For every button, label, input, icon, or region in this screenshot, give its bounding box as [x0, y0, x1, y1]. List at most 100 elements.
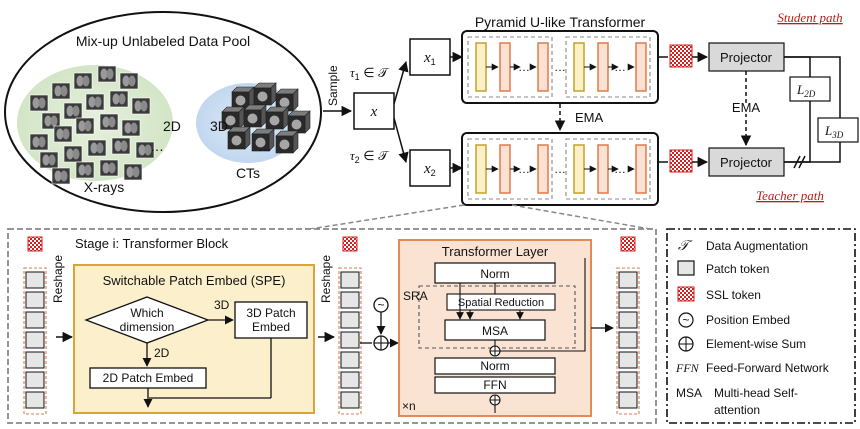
- legend-pos: Position Embed: [706, 313, 790, 327]
- patch-token: [618, 351, 638, 369]
- pyramid-title: Pyramid U-like Transformer: [475, 14, 646, 30]
- x2-label: x2: [423, 161, 436, 178]
- xray-thumbnail: [29, 94, 49, 112]
- xray-thumbnail: [63, 102, 83, 120]
- legend-patch-symbol: [677, 260, 695, 276]
- svg-text:MSA: MSA: [482, 324, 508, 338]
- ema-label: EMA: [575, 110, 604, 125]
- spe-2d-label: 2D: [154, 346, 170, 360]
- svg-text:dimension: dimension: [120, 320, 175, 334]
- legend-patch: Patch token: [706, 262, 769, 276]
- student-path-label: Student path: [777, 10, 842, 25]
- xray-thumbnail: [123, 163, 143, 181]
- ffn-block: [434, 376, 556, 394]
- xray-thumbnail: [111, 137, 131, 155]
- svg-text:Norm: Norm: [480, 267, 509, 281]
- transformer-block: [499, 42, 511, 92]
- token-stack: [23, 267, 47, 415]
- svg-text:Spatial Reduction: Spatial Reduction: [458, 297, 544, 309]
- xray-thumbnail: [99, 159, 119, 177]
- xray-thumbnail: [73, 72, 93, 90]
- ct-volume: [221, 106, 245, 130]
- ct-ellipsis: …: [258, 138, 272, 154]
- sampling: Sample x τ1 ∈ 𝒯 τ2 ∈ 𝒯 x1 x2: [323, 38, 464, 187]
- block-ellipsis: …: [518, 60, 530, 74]
- svg-text:2D Patch Embed: 2D Patch Embed: [103, 371, 194, 385]
- zoom-lines: [309, 204, 651, 230]
- token-stack: [338, 267, 362, 415]
- transformer-block: [635, 144, 647, 194]
- x-label: x: [370, 104, 378, 120]
- legend-sum: Element-wise Sum: [706, 337, 806, 351]
- patch-token: [25, 391, 45, 409]
- xray-thumbnail: [99, 113, 119, 131]
- xray-thumbnail: [39, 151, 59, 169]
- xray-thumbnails: [29, 65, 155, 185]
- sra-label: SRA: [403, 289, 428, 303]
- svg-text:Embed: Embed: [252, 320, 290, 334]
- patch-token: [340, 291, 360, 309]
- teacher-path-label: Teacher path: [756, 188, 824, 203]
- patch-token: [340, 351, 360, 369]
- loss-3d-box: [817, 117, 859, 143]
- transformer-block: [475, 42, 487, 92]
- pool-title: Mix-up Unlabeled Data Pool: [76, 33, 250, 49]
- ssl-token-teacher: [669, 149, 693, 173]
- tau2-label: τ2 ∈ 𝒯: [350, 148, 390, 165]
- stage-title: Stage i: Transformer Block: [75, 236, 229, 251]
- ct-volume: [243, 104, 267, 128]
- svg-text:Projector: Projector: [720, 50, 773, 65]
- stage-ssl-token-in: [27, 236, 43, 252]
- legend-ffn: Feed-Forward Network: [706, 361, 830, 375]
- patch-token: [618, 271, 638, 289]
- projector-student: [708, 42, 785, 72]
- transformer-block: [537, 144, 549, 194]
- stage-block: Stage i: Transformer Block Reshape Resha…: [7, 228, 657, 424]
- patch-token: [25, 331, 45, 349]
- legend-msa: Multi-head Self-: [714, 386, 798, 400]
- legend: 𝒯 Data Augmentation Patch token SSL toke…: [666, 228, 856, 424]
- student-network: Pyramid U-like Transformer ……… Projector…: [461, 10, 843, 104]
- legend-augmentation: Data Augmentation: [706, 239, 808, 253]
- loss-connections: L2D L3D: [784, 56, 859, 169]
- label-3d: 3D: [210, 118, 228, 134]
- block-ellipsis: …: [518, 162, 530, 176]
- ct-volume: [253, 82, 277, 106]
- stage-ellipsis: …: [554, 60, 566, 74]
- x-box: [353, 92, 395, 130]
- patch-embed-3d: [234, 301, 308, 339]
- loss-3d: L3D: [824, 123, 844, 140]
- ct-label: CTs: [236, 165, 260, 181]
- reshape-right: Reshape: [319, 255, 333, 303]
- transformer-block: [635, 42, 647, 92]
- ema-label-2: EMA: [732, 100, 761, 115]
- stage-ssl-token-mid: [342, 236, 358, 252]
- patch-token: [618, 391, 638, 409]
- patch-token: [25, 371, 45, 389]
- svg-text:3D Patch: 3D Patch: [246, 306, 295, 320]
- svg-text:Which: Which: [130, 306, 163, 320]
- patch-token: [25, 311, 45, 329]
- legend-msa-symbol: MSA: [676, 386, 702, 400]
- repeat-n: ×n: [402, 399, 416, 413]
- transformer-block: [499, 144, 511, 194]
- patch-token: [618, 331, 638, 349]
- stage-ssl-token-out: [620, 236, 636, 252]
- data-pool: Mix-up Unlabeled Data Pool 2D … 3D … X-r…: [4, 11, 322, 213]
- loss-2d: L2D: [796, 82, 816, 99]
- svg-text:Norm: Norm: [480, 359, 509, 373]
- ct-volume: [251, 128, 275, 152]
- svg-text:~: ~: [682, 313, 689, 327]
- transformer-block: [597, 42, 609, 92]
- patch-token: [340, 371, 360, 389]
- patch-token: [618, 311, 638, 329]
- student-blocks: ………: [467, 36, 651, 98]
- xray-thumbnail: [85, 93, 105, 111]
- transformer-block: [573, 144, 585, 194]
- teacher-blocks: ………: [467, 138, 651, 200]
- ct-volume: [275, 130, 299, 154]
- transformer-block: [597, 144, 609, 194]
- xray-thumbnail: [109, 90, 129, 108]
- spe-3d-label: 3D: [214, 298, 230, 312]
